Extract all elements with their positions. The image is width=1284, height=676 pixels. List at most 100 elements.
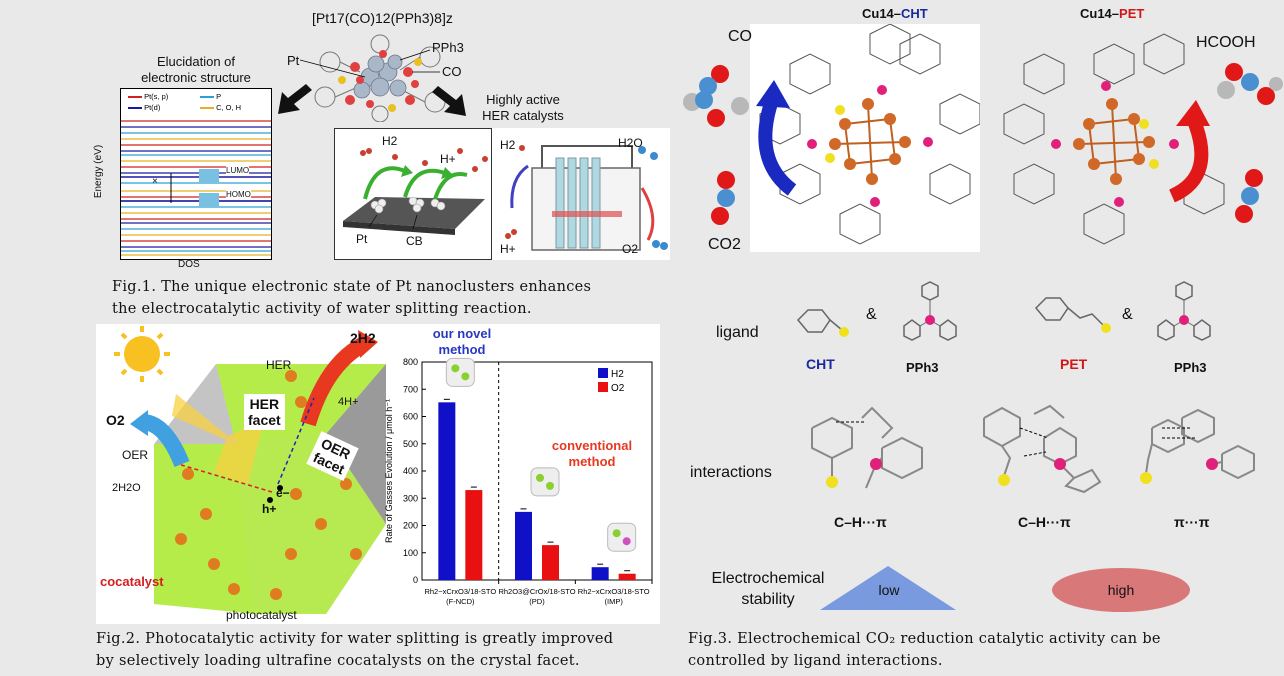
amp-1: &	[866, 306, 877, 323]
her-facet-line1: HER	[249, 396, 280, 412]
left-title-line2: electronic structure	[141, 70, 251, 85]
y-tick-label: 200	[403, 521, 418, 531]
pt-cluster-image	[300, 34, 446, 122]
label-co: CO	[442, 64, 462, 79]
hcooh-label: HCOOH	[1196, 34, 1256, 51]
gap-x-mark: ×	[152, 176, 158, 187]
bar-o2	[542, 545, 559, 580]
high-stability-ellipse	[1052, 568, 1190, 612]
left-title-line1: Elucidation of	[156, 54, 236, 69]
y-tick-label: 600	[403, 412, 418, 422]
two-h2-label: 2H2	[350, 330, 376, 346]
four-h-label: 4H+	[338, 396, 359, 408]
conventional-method-label-2: method	[569, 454, 616, 469]
label-pt: Pt	[287, 53, 300, 68]
bar-o2	[618, 573, 636, 580]
fig3: Cu14–CHT Cu14–PET	[680, 0, 1284, 676]
pph3-label-b: PPh3	[1174, 360, 1207, 375]
dos-chart	[120, 88, 272, 260]
hcooh-molecule-icon	[1217, 63, 1283, 105]
cu-cht-title: Cu14–CHT	[862, 6, 928, 21]
pet-structure-icon	[1034, 297, 1111, 333]
fig2-caption: Fig.2. Photocatalytic activity for water…	[96, 628, 676, 672]
cu-pet-prefix: Cu14–	[1080, 6, 1120, 21]
interaction-pet-image-a	[983, 404, 1102, 494]
pph3-label-a: PPh3	[906, 360, 939, 375]
stability-line2: stability	[741, 591, 795, 608]
cell-h2o-label: H2O	[618, 136, 643, 150]
fig2-panel: HER 2H2 4H+ HER facet OER facet O2 OER 2…	[96, 324, 660, 624]
x-tick-label: Rh2−xCrxO3/18-STO(IMP)	[578, 587, 650, 606]
legend-item-pt-d: Pt(d)	[128, 103, 160, 112]
catalyst-panel	[334, 128, 492, 260]
y-tick-label: 300	[403, 493, 418, 503]
y-tick-label: 700	[403, 384, 418, 394]
low-stability-triangle	[820, 566, 956, 610]
hole-label: h+	[262, 502, 277, 516]
cube-dot	[612, 529, 621, 538]
dos-xaxis-label: DOS	[178, 259, 200, 270]
high-label: high	[1107, 582, 1135, 598]
x-tick-label: Rh2O3@CrOx/18-STO(PD)	[498, 587, 575, 606]
blue-curved-arrow-icon	[756, 80, 797, 196]
co2-right-molecule-icon	[1235, 169, 1263, 223]
y-tick-label: 400	[403, 466, 418, 476]
cu-cht-structure	[750, 23, 981, 252]
cell-hplus-label: H+	[500, 242, 516, 256]
cube-dot	[546, 481, 554, 490]
lumo-label: LUMO	[226, 166, 250, 175]
cube-dot	[451, 364, 460, 373]
lumo-orbital	[199, 169, 219, 183]
fig1-caption-line2: the electrocatalytic activity of water s…	[112, 301, 532, 317]
bar-h2	[438, 402, 456, 580]
y-tick-label: 800	[403, 357, 418, 367]
cube-dot	[536, 473, 544, 482]
legend-label: O2	[611, 383, 625, 394]
ch-pi-label-1: C–H···π	[834, 514, 887, 530]
her-facet-label: HER facet	[244, 394, 285, 430]
catalyst-h2-label: H2	[382, 134, 398, 148]
cell-o2-label: O2	[622, 242, 639, 256]
legend-swatch	[598, 368, 608, 378]
bar-o2	[465, 490, 483, 580]
legend-item-coh: C, O, H	[200, 103, 241, 112]
stability-line1: Electrochemical	[711, 570, 825, 587]
oer-label: OER	[122, 448, 149, 462]
cu-pet-title: Cu14–PET	[1080, 6, 1144, 21]
red-curved-arrow-icon	[1168, 100, 1210, 203]
dos-yaxis-label: Energy (eV)	[93, 144, 105, 199]
cocatalyst-label: cocatalyst	[100, 574, 164, 589]
legend-label: C, O, H	[216, 103, 242, 112]
co-label: CO	[728, 28, 752, 45]
low-label: low	[878, 582, 900, 598]
interactions-label: interactions	[690, 464, 772, 481]
co-molecules-icon	[683, 65, 749, 127]
co2-label: CO2	[708, 236, 741, 253]
cube-glyph	[607, 522, 637, 552]
novel-method-label: our novel	[433, 326, 492, 341]
two-h2o-label: 2H2O	[112, 482, 141, 494]
y-tick-label: 500	[403, 439, 418, 449]
fig3-caption: Fig.3. Electrochemical CO₂ reduction cat…	[688, 628, 1278, 672]
catalyst-hplus-label: H+	[440, 152, 456, 166]
cu-pet-structure	[994, 24, 1234, 252]
right-title: Highly active HER catalysts	[468, 92, 578, 124]
legend-label: Pt(s, p)	[144, 92, 169, 101]
right-arrow-icon	[432, 86, 466, 116]
pi-pi-label: π···π	[1174, 514, 1210, 530]
stability-label: Electrochemical stability	[688, 568, 848, 610]
novel-method-label-2: method	[439, 342, 486, 357]
cube-dot	[622, 537, 631, 546]
right-title-line2: HER catalysts	[482, 108, 564, 123]
fig1-caption: Fig.1. The unique electronic state of Pt…	[112, 276, 692, 320]
fig1: [Pt17(CO)12(PPh3)8]z Pt PPh3 CO Eluci	[0, 0, 690, 320]
interaction-cht-image	[811, 406, 923, 489]
fig2-caption-line2: by selectively loading ultrafine cocatal…	[96, 653, 580, 669]
cube-dot	[461, 372, 470, 381]
left-title: Elucidation of electronic structure	[126, 54, 266, 86]
y-tick-label: 0	[413, 575, 418, 585]
legend-item-pt-sp: Pt(s, p)	[128, 92, 168, 101]
cu-pet-suffix: PET	[1119, 6, 1145, 21]
co2-molecule-icon	[711, 171, 735, 225]
